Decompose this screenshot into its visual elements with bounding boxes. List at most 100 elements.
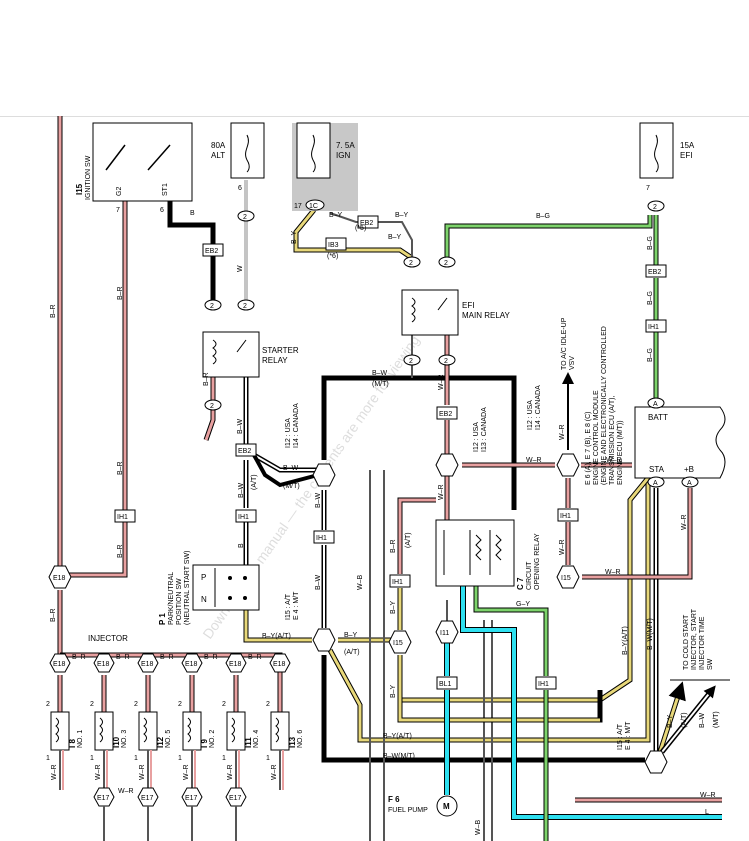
park-sw-line3: (NEUTRAL START SW): [184, 551, 191, 625]
ecm-line4: ENGINE ECU (M/T)): [617, 420, 624, 485]
e18-label: E18: [229, 661, 242, 668]
ih1-connector-1-label: IH1: [648, 324, 659, 331]
node-w-r: [435, 453, 459, 477]
wire-w-r-label: W–R: [51, 764, 58, 780]
label-w-b-1: W–B: [357, 575, 364, 591]
pin-num-g2: 7: [116, 207, 120, 214]
label-b-w-5: B–W: [315, 574, 322, 590]
node-w-r-2: [556, 453, 580, 477]
e17-connector: [225, 787, 247, 807]
wire-st1-b: [167, 200, 216, 245]
cor-line1: CIRCUIT: [526, 561, 533, 590]
oval-2-connector-1: 2: [204, 299, 222, 311]
injector-pin-1: 1: [178, 755, 182, 762]
oval-2-connector-7: 2: [438, 354, 456, 366]
injector-body: [138, 711, 158, 751]
oval-2-connector-4-label: 2: [409, 260, 413, 267]
label-w-r-2: W–R: [438, 484, 445, 500]
injector-body: [226, 711, 246, 751]
starter-relay-name2: RELAY: [262, 356, 288, 365]
injector-pin-2: 2: [90, 701, 94, 708]
label-at-2: (A/T): [344, 649, 360, 656]
note-i12-usa-2: I12 : USA: [473, 422, 480, 452]
label-b-y-5: B–Y: [344, 632, 358, 639]
injector-id: I13: [288, 736, 297, 748]
e18-connector-left-label: E18: [53, 575, 66, 582]
ih1-connector-6-label: IH1: [560, 513, 571, 520]
injector-no: NO. 3: [121, 730, 128, 748]
ignition-sw-id: I15: [75, 183, 84, 195]
label-b-r-7: B–R: [203, 372, 210, 386]
injector-pin-2: 2: [134, 701, 138, 708]
eb2-connector-1: EB2: [202, 243, 224, 257]
park-sw-id: P 1: [158, 613, 167, 625]
label-b-y-3: B–Y: [388, 234, 402, 241]
injector-pin-2: 2: [178, 701, 182, 708]
oval-2-connector-0: 2: [237, 210, 255, 222]
fuel-pump-name: FUEL PUMP: [388, 807, 428, 814]
label-b: B: [190, 210, 195, 217]
e18-connector-left: E18: [48, 565, 72, 589]
label-b-w-1: B–W: [372, 370, 388, 377]
batt-ecm-box: BATT STA +B E 6 (A), E 7 (B), E 8 (C) EN…: [585, 326, 726, 485]
wire-b-r-label: B–R: [72, 654, 86, 661]
e17-connector-group: E17: [225, 787, 247, 841]
wire-b-r-label: B–R: [248, 654, 262, 661]
i15-connector-1: I15: [556, 565, 580, 589]
wire-b-r-label: B–R: [160, 654, 174, 661]
ign-fuse-pin: 17: [294, 203, 302, 210]
i11-connector: I11: [435, 620, 459, 644]
label-b-g-2: B–G: [647, 236, 654, 250]
eb2-connector-5-label: EB2: [439, 411, 452, 418]
label-w-b-2: W–B: [475, 820, 482, 836]
wire-w-r-label: W–R: [139, 764, 146, 780]
ih1-connector-6: IH1: [557, 508, 579, 522]
label-b-g-1: B–G: [536, 213, 550, 220]
label-w-r-3: W–R: [526, 457, 542, 464]
label-b-2: B: [238, 543, 245, 548]
to-idle-up-line2: VSV: [569, 356, 576, 370]
eb2-connector-2: EB2: [357, 215, 379, 229]
injector-id: I 8: [68, 739, 77, 748]
wire-b-r-label: B–R: [204, 654, 218, 661]
eb2-connector-3-label: EB2: [648, 269, 661, 276]
one-a-connector: A: [647, 397, 665, 409]
oval-2-connector-6: 2: [403, 354, 421, 366]
label-w-r-4: W–R: [606, 457, 622, 464]
node-bottom-right: [644, 750, 668, 774]
wire-g2-b-r: [68, 200, 128, 578]
label-mt-2: (M/T): [283, 483, 300, 490]
injector-body: [50, 711, 70, 751]
ih1-connector-2: IH1: [114, 509, 136, 523]
ign-fuse-conn: 1C: [309, 203, 318, 210]
eb2-connector-3: EB2: [645, 264, 667, 278]
efi-fuse-rating: 15A: [680, 141, 695, 150]
oval-2-connector-3-label: 2: [210, 403, 214, 410]
e18-label: E18: [273, 661, 286, 668]
oval-2-connector-7-label: 2: [444, 358, 448, 365]
sta-label: STA: [649, 465, 665, 474]
injector-no: NO. 5: [165, 730, 172, 748]
e18-connector: [269, 653, 291, 673]
fuel-pump: M F 6 FUEL PUMP: [388, 795, 458, 817]
label-w-r-5: W–R: [559, 424, 566, 440]
ign-fuse: 7. 5A IGN 17 1C: [292, 122, 358, 211]
injector-id: I 9: [200, 739, 209, 748]
alt-fuse-rating: 80A: [211, 141, 226, 150]
starter-relay: STARTER RELAY: [202, 331, 299, 378]
injector-body: [94, 711, 114, 751]
label-w-r-6: W–R: [559, 539, 566, 555]
note-i12-usa: I12 : USA: [285, 418, 292, 448]
note-i15-at-2: I15 : A/T: [617, 723, 624, 750]
plus-b-label: +B: [684, 465, 694, 474]
sta-connector: A: [647, 476, 665, 488]
label-b-y-at-2: B–Y(A/T): [383, 733, 412, 740]
injector-id: I12: [156, 736, 165, 748]
label-b-w-mt-2: B–W(M/T): [647, 618, 654, 650]
alt-fuse-pin: 6: [238, 185, 242, 192]
label-mt-3: (M/T): [713, 711, 720, 728]
